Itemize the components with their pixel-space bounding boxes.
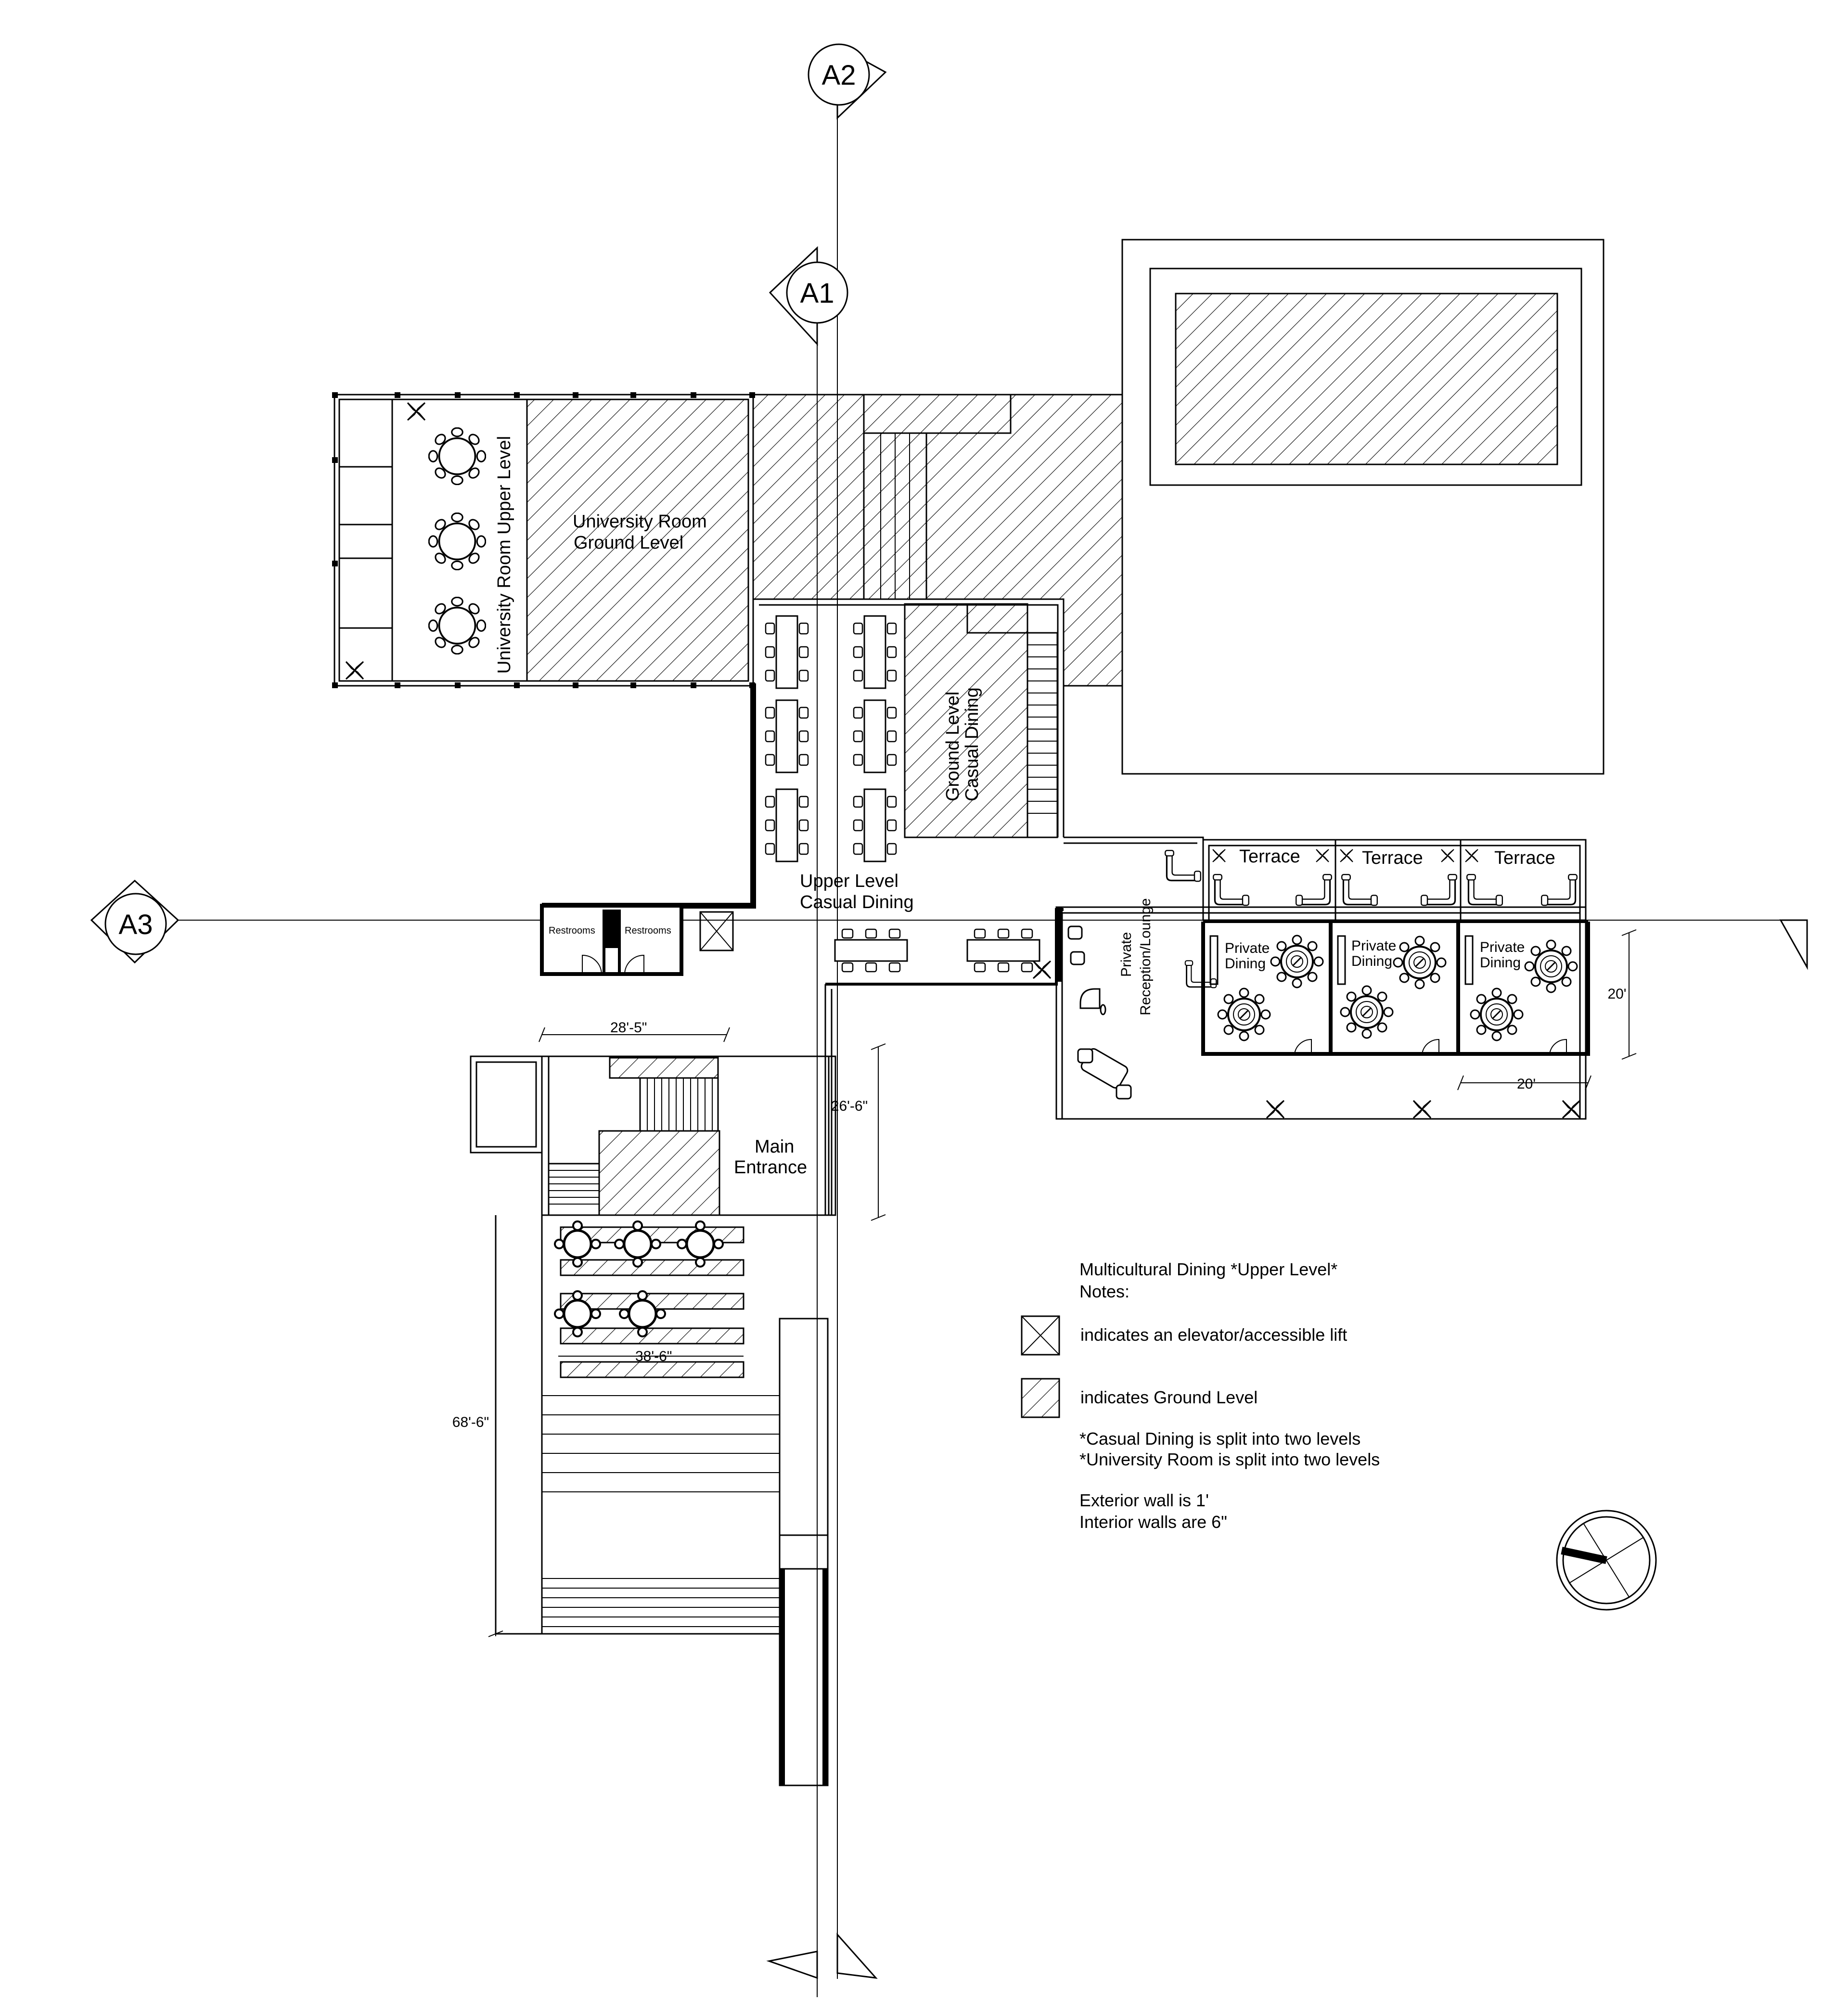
legend-title: Multicultural Dining *Upper Level* — [1079, 1259, 1337, 1279]
private-dining-2-label-a: Private — [1351, 938, 1396, 954]
legend-elevator-icon — [1021, 1315, 1060, 1356]
private-dining-3-label-a: Private — [1480, 939, 1525, 955]
legend-note-exterior: Exterior wall is 1' — [1079, 1490, 1209, 1510]
central-stairs — [880, 433, 910, 599]
terrace-label-1: Terrace — [1239, 847, 1300, 867]
reception-label-2: Reception/Lounge — [1138, 898, 1154, 1015]
legend-note-interior: Interior walls are 6" — [1079, 1512, 1227, 1532]
casual-dining-ground-label-2: Casual Dining — [962, 687, 982, 801]
outdoor-plaza — [495, 1215, 829, 1786]
gridline-a2: A2 — [808, 43, 887, 1979]
terraces: Terrace Terrace Terrace — [1202, 839, 1587, 921]
casual-dining-ground-hatch — [904, 603, 1028, 838]
legend: Multicultural Dining *Upper Level* Notes… — [1021, 1259, 1380, 1532]
elevator-icon — [699, 911, 734, 951]
ground-level-roof-area — [1175, 293, 1558, 465]
university-room: University Room Upper Level University R… — [332, 392, 755, 688]
main-entrance-label-1: Main — [755, 1137, 794, 1157]
restrooms: Restrooms Restrooms — [540, 904, 734, 976]
gridline-a3-bubble — [104, 893, 167, 955]
dim-private-width: 20' — [1517, 1076, 1536, 1092]
casual-dining-stairs — [1027, 644, 1057, 814]
legend-ground-text: indicates Ground Level — [1080, 1387, 1258, 1407]
university-room-ground-hatch — [526, 398, 749, 682]
legend-notes-label: Notes: — [1079, 1282, 1129, 1301]
university-stairs — [338, 466, 393, 629]
casual-dining-upper-label-1: Upper Level — [800, 871, 898, 891]
casual-dining-upper-label-2: Casual Dining — [800, 892, 914, 912]
legend-ground-level-hatch-icon — [1021, 1378, 1060, 1418]
private-dining-rooms: Private Dining Private Dining Private Di… — [1201, 920, 1590, 1056]
private-dining-1-label-b: Dining — [1225, 956, 1266, 972]
private-dining-1-label-a: Private — [1225, 940, 1270, 956]
private-dining-3-label-b: Dining — [1480, 955, 1521, 971]
gridline-a3-label: A3 — [119, 909, 153, 940]
university-room-upper-label: University Room Upper Level — [494, 436, 514, 674]
dim-private-depth: 20' — [1607, 986, 1626, 1002]
entrance-lower-stairs — [549, 1170, 599, 1205]
reception-label-1: Private — [1118, 932, 1134, 977]
university-room-ground-label-1: University Room — [573, 512, 707, 532]
university-room-ground-label-2: Ground Level — [574, 533, 683, 553]
dim-restroom-width: 28'-5" — [610, 1020, 647, 1036]
main-entrance: Main Entrance — [470, 1055, 836, 1216]
private-reception-lounge: Private Reception/Lounge — [1055, 836, 1587, 1120]
dim-entrance-depth: 26'-6" — [831, 1098, 868, 1114]
terrace-label-2: Terrace — [1362, 848, 1423, 868]
gridline-a1-label: A1 — [800, 278, 834, 309]
dimension-lines: 28'-5" 26'-6" 38'-6" 68'-6" 20' 20' — [452, 929, 1637, 1637]
entrance-stairs — [647, 1078, 713, 1131]
main-entrance-label-2: Entrance — [734, 1157, 807, 1178]
plaza-steps — [542, 1395, 780, 1627]
ground-level-building — [1121, 239, 1604, 775]
restroom-label-2: Restrooms — [625, 925, 671, 936]
casual-dining-ground-label-1: Ground Level — [943, 692, 963, 801]
legend-elevator-text: indicates an elevator/accessible lift — [1080, 1325, 1347, 1345]
dim-stair-width: 38'-6" — [635, 1348, 672, 1364]
restroom-label-1: Restrooms — [549, 925, 595, 936]
legend-note-university: *University Room is split into two level… — [1079, 1450, 1380, 1469]
upper-corridor — [824, 908, 1064, 1215]
terrace-label-3: Terrace — [1494, 848, 1555, 868]
gridline-a2-label: A2 — [822, 60, 856, 91]
casual-dining: Ground Level Casual Dining Upper Level C… — [542, 598, 1065, 912]
legend-note-casual: *Casual Dining is split into two levels — [1079, 1429, 1360, 1449]
gridline-a2-bubble — [808, 43, 870, 106]
private-dining-2-label-b: Dining — [1351, 953, 1392, 969]
dim-stair-length: 68'-6" — [452, 1414, 489, 1430]
north-arrow-icon — [1556, 1510, 1657, 1611]
gridline-a1-bubble — [786, 261, 848, 324]
